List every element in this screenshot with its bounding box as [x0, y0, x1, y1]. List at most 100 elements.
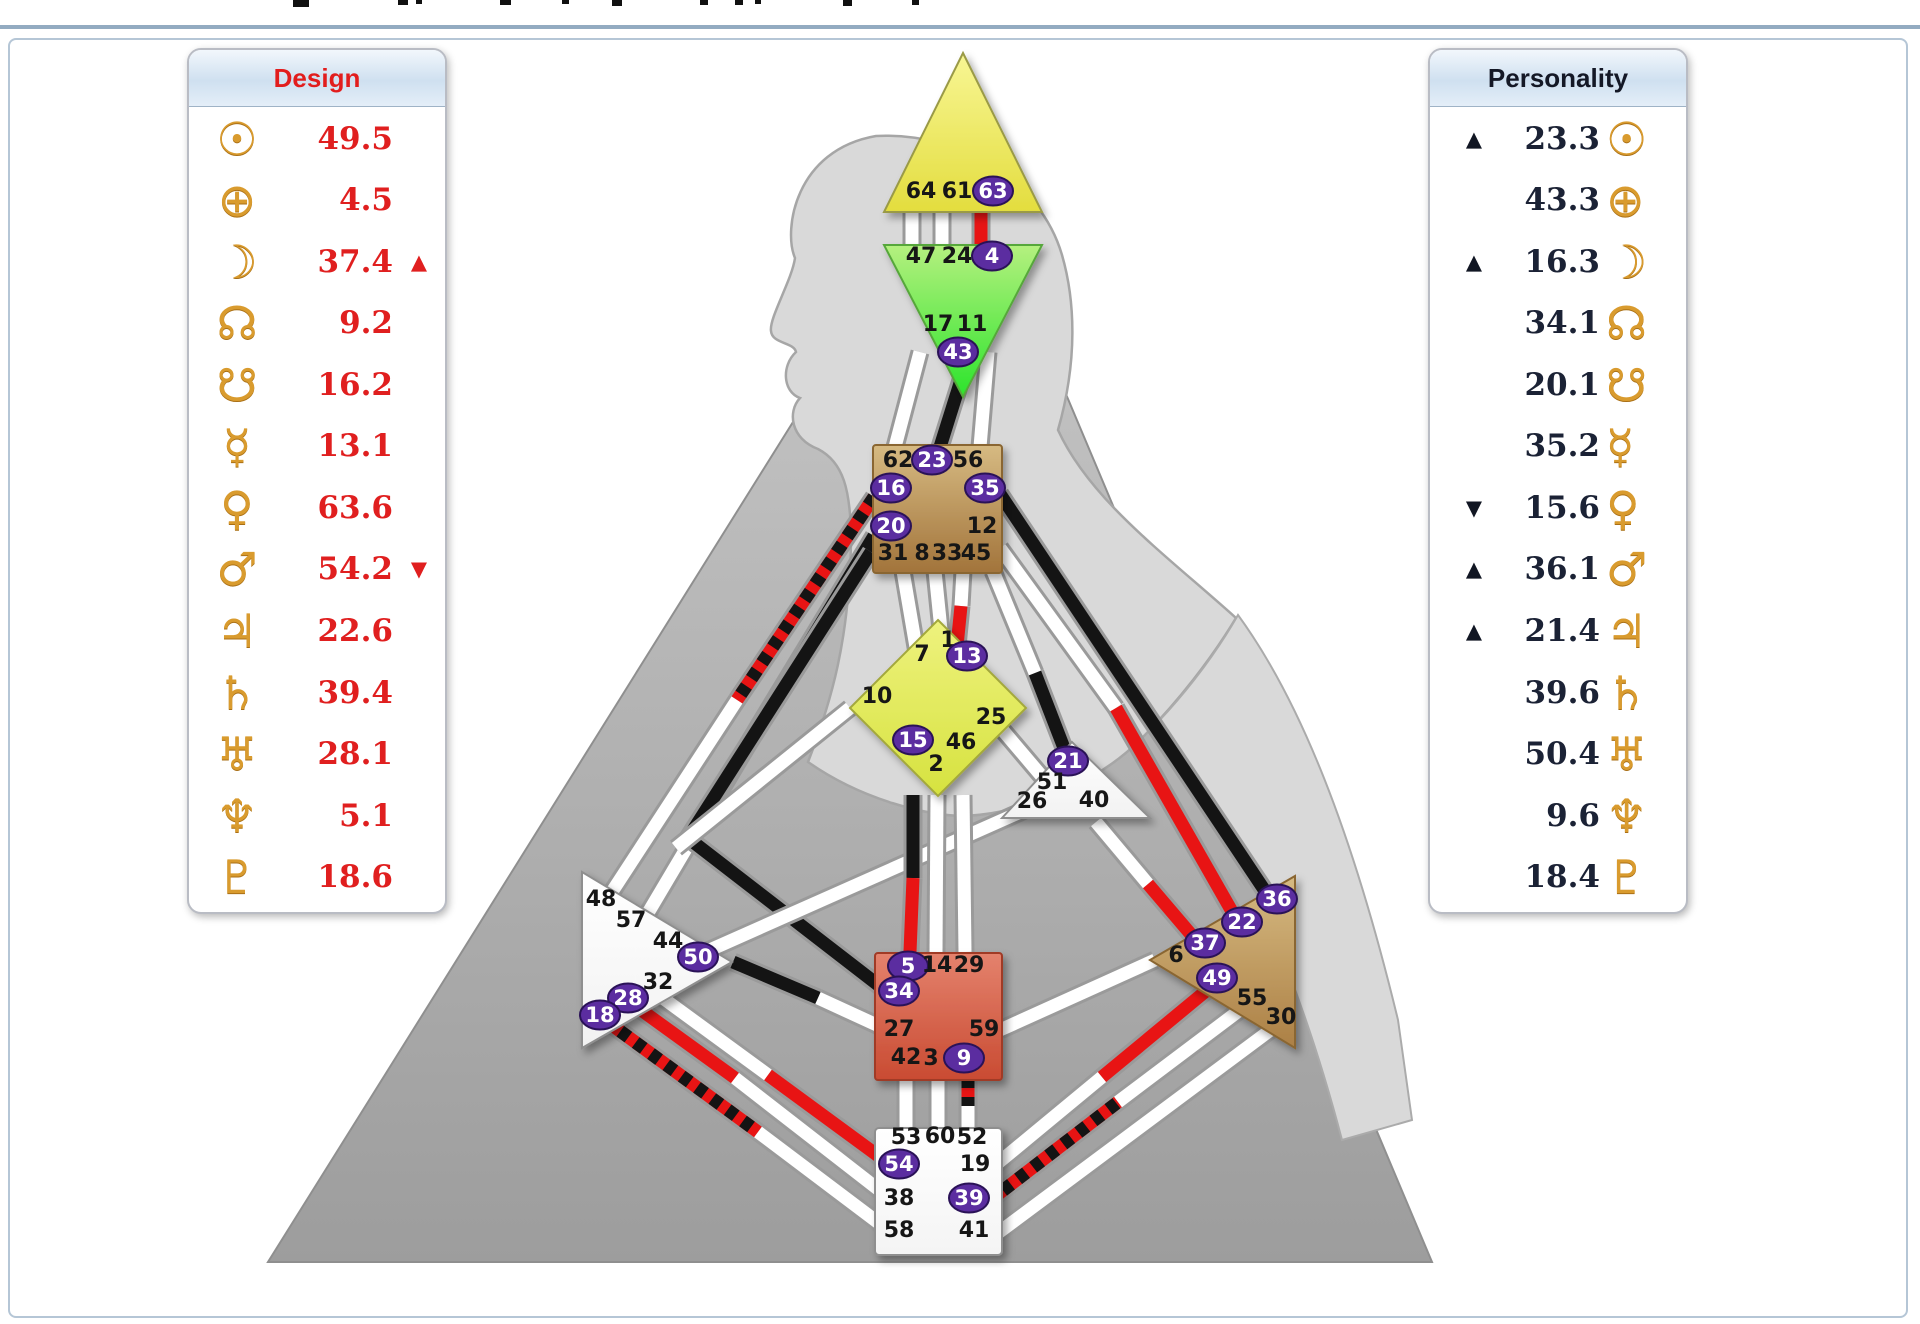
- mars-value: 36.1: [1524, 551, 1600, 588]
- neptune-value: 5.1: [339, 797, 393, 834]
- gate-oval-49: [1196, 962, 1238, 994]
- venus-symbol-icon: ♀: [220, 480, 254, 535]
- gate-13: 13: [952, 644, 981, 668]
- neptune-value: 9.6: [1546, 797, 1600, 834]
- gate-4: 4: [985, 244, 1000, 268]
- gate-20: 20: [876, 514, 905, 538]
- planet-row-moon: ▲16.3☽: [1430, 231, 1686, 293]
- center-ajna: [882, 244, 1044, 400]
- planet-row-mars: ♂54.2▼: [189, 539, 445, 601]
- channel-16-48-stripes: [731, 493, 880, 704]
- channel-19-49: [1097, 980, 1217, 1083]
- gate-oval-28: [607, 982, 649, 1014]
- gate-37: 37: [1190, 931, 1219, 955]
- channel-39-55: [1114, 998, 1252, 1108]
- gate-3: 3: [923, 1046, 938, 1071]
- gate-8: 8: [914, 541, 929, 566]
- head-silhouette: [769, 134, 1238, 818]
- channel-16-48: [600, 696, 743, 905]
- design-panel-title: Design: [273, 62, 361, 93]
- design-panel: Design ☉49.5⊕4.5☽37.4▲☊9.2☋16.2☿13.1♀63.…: [187, 48, 447, 914]
- channel-46-29: [956, 794, 972, 953]
- venus-arrow-icon: ▼: [1465, 495, 1482, 520]
- gate-oval-23: [911, 444, 953, 476]
- channel-28-38: [626, 996, 739, 1084]
- north-node-value: 34.1: [1524, 305, 1600, 342]
- gate-22: 22: [1227, 910, 1256, 934]
- gate-43: 43: [943, 340, 972, 364]
- venus-value: 15.6: [1524, 489, 1600, 526]
- planet-row-venus: ▼15.6♀: [1430, 477, 1686, 539]
- planet-row-saturn: 39.6♄: [1430, 662, 1686, 724]
- gate-oval-22: [1221, 906, 1263, 938]
- pluto-value: 18.4: [1524, 859, 1600, 896]
- south-node-symbol-icon: ☋: [1606, 357, 1647, 412]
- planet-row-uranus: 50.4♅: [1430, 723, 1686, 785]
- gate-oval-50: [677, 941, 719, 973]
- mars-symbol-icon: ♂: [1606, 542, 1648, 597]
- channel-33-13: [954, 570, 970, 607]
- mercury-symbol-icon: ☿: [1606, 419, 1635, 474]
- gate-56: 56: [953, 448, 984, 473]
- gate-6: 6: [1168, 943, 1183, 968]
- center-ego: [999, 740, 1153, 819]
- gate-60: 60: [925, 1124, 956, 1149]
- planet-row-north-node: ☊9.2: [189, 293, 445, 355]
- moon-symbol-icon: ☽: [1606, 234, 1648, 289]
- gate-7: 7: [914, 642, 929, 667]
- gate-62: 62: [883, 448, 914, 473]
- gate-57: 57: [616, 908, 647, 933]
- planet-row-saturn: ♄39.4: [189, 662, 445, 724]
- planet-row-venus: ♀ 63.6: [189, 477, 445, 539]
- pluto-value: 18.6: [317, 859, 393, 896]
- planet-row-south-node: 20.1☋: [1430, 354, 1686, 416]
- gate-25: 25: [976, 705, 1007, 730]
- channel-15-5: [903, 877, 920, 953]
- sun-arrow-icon: ▲: [1465, 126, 1482, 151]
- design-panel-header: Design: [189, 50, 445, 107]
- personality-panel-header: Personality: [1430, 50, 1686, 107]
- earth-symbol-icon: ⊕: [1606, 173, 1645, 228]
- gate-oval-36: [1256, 883, 1298, 915]
- gate-46: 46: [946, 730, 977, 755]
- venus-value: 63.6: [317, 489, 393, 526]
- moon-value: 37.4: [317, 243, 393, 280]
- personality-panel-title: Personality: [1487, 62, 1629, 93]
- gate-53: 53: [891, 1125, 922, 1150]
- neptune-symbol-icon: ♆: [1606, 788, 1648, 843]
- gate-29: 29: [954, 953, 985, 978]
- gate-44: 44: [653, 929, 684, 954]
- channel-18-58-stripes: [601, 1014, 762, 1138]
- gate-oval-54: [878, 1148, 920, 1180]
- personality-panel: Personality ▲23.3☉43.3⊕▲16.3☽34.1☊20.1☋3…: [1428, 48, 1688, 914]
- channel-28-38: [731, 1072, 896, 1206]
- channel-50-27: [730, 956, 821, 1004]
- planet-row-earth: ⊕4.5: [189, 170, 445, 232]
- channel-59-6: [997, 954, 1158, 1036]
- planet-row-mars: ▲36.1♂: [1430, 539, 1686, 601]
- shoulder-silhouette: [1156, 613, 1414, 1142]
- gate-11: 11: [957, 312, 988, 337]
- gate-oval-13: [946, 640, 988, 672]
- uranus-value: 50.4: [1524, 736, 1600, 773]
- moon-arrow-icon: ▲: [410, 249, 428, 274]
- center-head: [882, 50, 1044, 213]
- planet-row-neptune: ♆5.1: [189, 785, 445, 847]
- gate-61: 61: [942, 179, 973, 204]
- north-node-value: 9.2: [339, 305, 393, 342]
- sun-symbol-icon: ☉: [1606, 111, 1648, 166]
- clipped-title-fragments: [293, 0, 919, 7]
- gate-64: 64: [906, 179, 937, 204]
- gate-54: 54: [884, 1152, 913, 1176]
- gate-35: 35: [970, 476, 999, 500]
- channel-31-7: [896, 569, 924, 655]
- saturn-value: 39.4: [317, 674, 393, 711]
- gate-47: 47: [906, 244, 937, 269]
- gate-42: 42: [891, 1045, 922, 1070]
- sun-value: 49.5: [317, 120, 393, 157]
- channel-32-54: [764, 1069, 896, 1172]
- gate-31: 31: [878, 541, 909, 566]
- planet-row-pluto: 18.4♇: [1430, 846, 1686, 908]
- planet-row-neptune: 9.6♆: [1430, 785, 1686, 847]
- planet-row-north-node: 34.1☊: [1430, 293, 1686, 355]
